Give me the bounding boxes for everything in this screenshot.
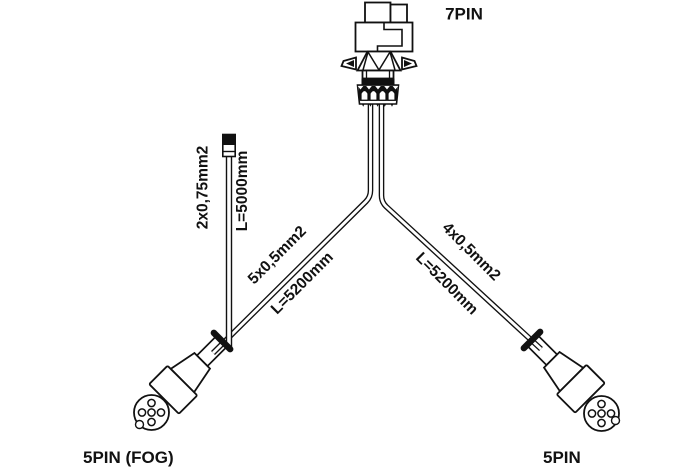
5pin-fog-clamp xyxy=(210,329,234,353)
label-5pin-fog: 5PIN (FOG) xyxy=(83,448,174,467)
5pin-clamp xyxy=(520,328,544,352)
connector-5pin-fog xyxy=(148,329,234,415)
7pin-housing-right xyxy=(389,3,408,24)
connector-7pin xyxy=(340,1,418,107)
connector-5pin xyxy=(520,328,606,414)
7pin-ring xyxy=(361,78,395,85)
label-stub-spec: 2x0,75mm2 xyxy=(195,146,212,230)
5pin-fog-face xyxy=(133,394,170,431)
5pin-fog-key-notch xyxy=(134,419,145,430)
7pin-housing-left xyxy=(364,1,392,24)
label-stub-length: L=5000mm xyxy=(234,151,251,232)
cable-left-branch xyxy=(211,103,374,355)
5pin-body xyxy=(556,364,606,414)
5pin-fog-body xyxy=(148,365,198,415)
label-5pin: 5PIN xyxy=(543,448,581,467)
stub-cable-end-cap xyxy=(222,134,236,145)
label-7pin: 7PIN xyxy=(445,5,483,24)
cable-fog-stub xyxy=(222,133,237,349)
7pin-cap xyxy=(356,50,402,72)
cable-right-branch xyxy=(378,103,543,352)
5pin-face xyxy=(583,395,621,432)
5pin-key-notch xyxy=(610,415,621,426)
